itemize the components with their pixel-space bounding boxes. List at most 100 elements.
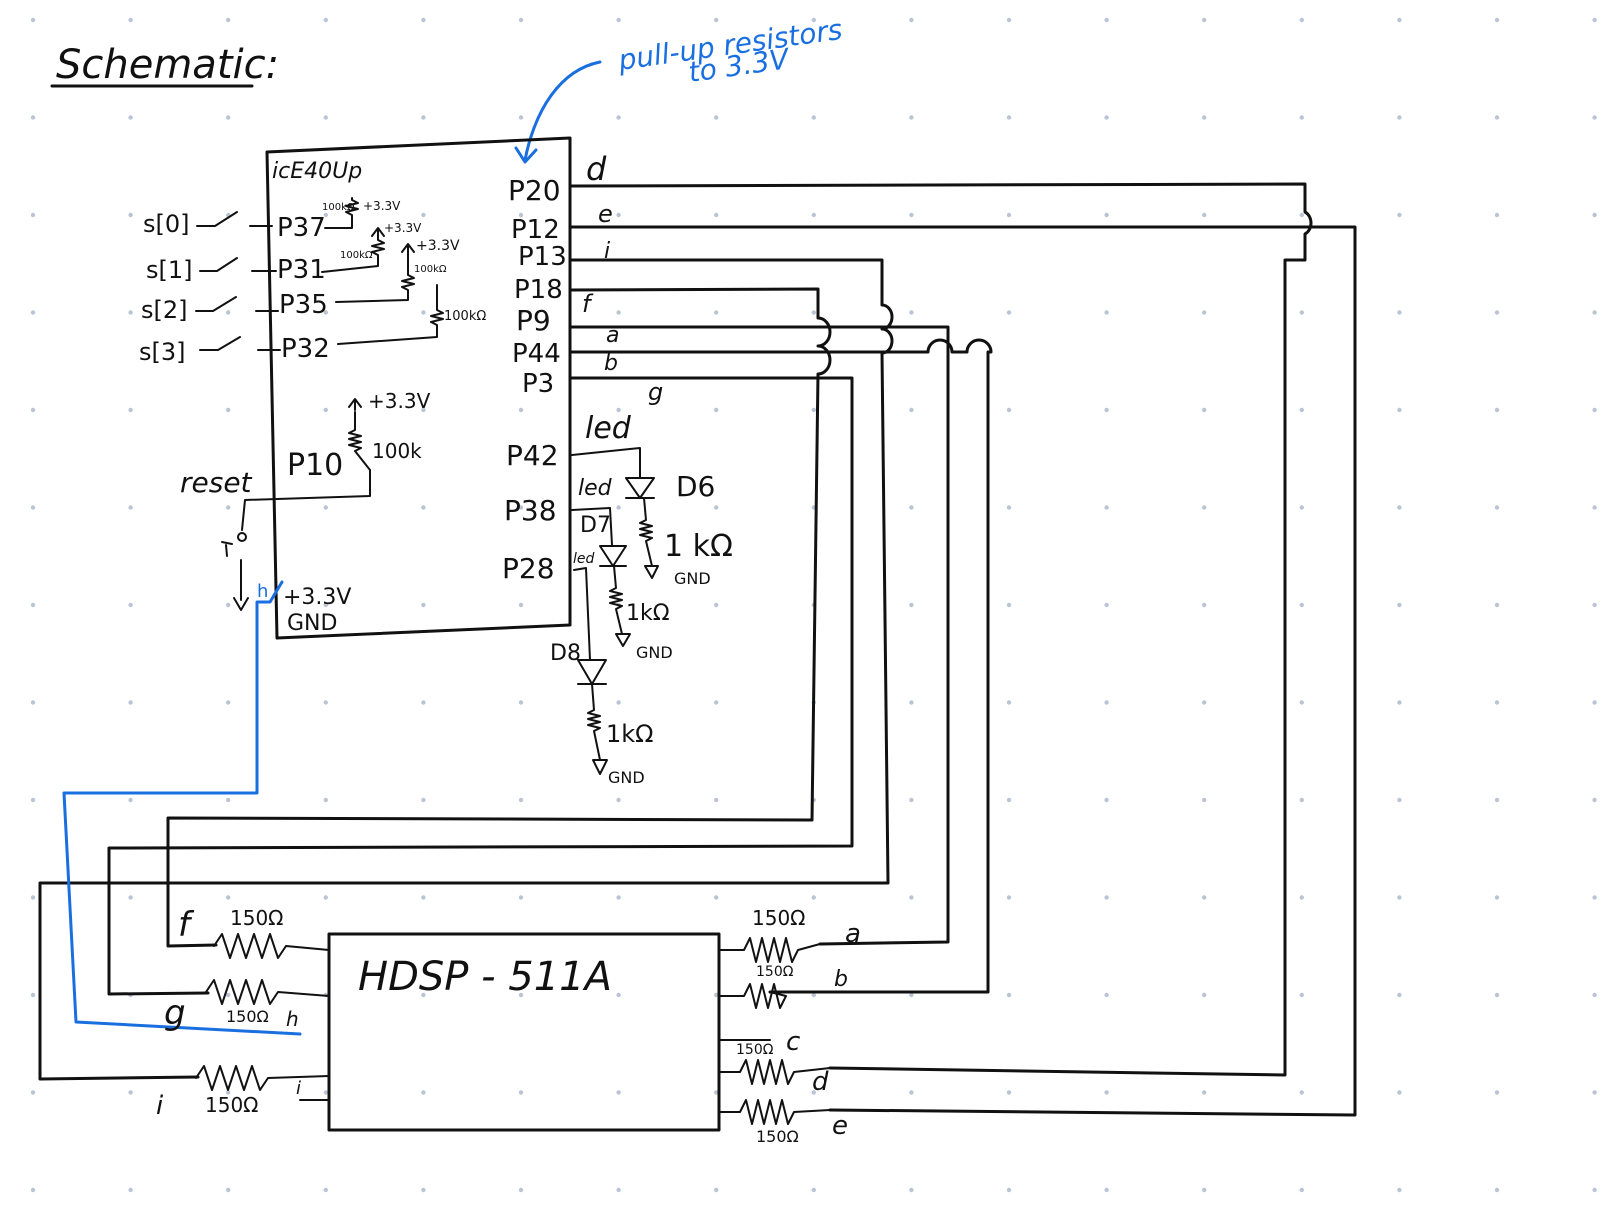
grid-dot (421, 1187, 426, 1193)
grid-dot (226, 505, 231, 510)
grid-dot (811, 407, 816, 413)
grid-dot (421, 17, 426, 23)
grid-dot (226, 992, 231, 998)
grid-dot (811, 1187, 816, 1193)
grid-dot (323, 700, 328, 705)
display-r-b: 150Ω (756, 964, 794, 980)
grid-dot (909, 115, 914, 120)
grid-dot (323, 407, 328, 413)
grid-dot (1006, 700, 1012, 705)
grid-dot (1397, 797, 1402, 803)
grid-dot (909, 992, 914, 998)
display-right-resistors (718, 937, 831, 1125)
grid-dot (1494, 505, 1500, 510)
grid-dot (811, 992, 816, 998)
grid-dot (909, 212, 914, 218)
grid-dot (1494, 1090, 1500, 1095)
grid-dot (1299, 1187, 1305, 1193)
grid-dot (714, 212, 719, 218)
switch-label-0: s[0] (143, 210, 190, 238)
grid-dot (1006, 505, 1012, 510)
grid-dot (226, 1090, 231, 1095)
grid-dot (226, 17, 231, 23)
grid-dot (518, 1187, 524, 1193)
grid-dot (30, 505, 36, 510)
grid-dot (421, 1090, 426, 1095)
grid-dot (518, 212, 524, 218)
grid-dot (811, 17, 816, 23)
grid-dot (30, 895, 36, 900)
grid-dot (518, 992, 524, 998)
display-left-resistors (195, 933, 330, 1101)
grid-dot (1299, 1090, 1305, 1095)
grid-dot (909, 895, 914, 900)
grid-dot (1397, 992, 1402, 998)
grid-dot (1494, 407, 1500, 413)
display-net-d: d (812, 1067, 829, 1097)
pin-p32: P32 (281, 334, 330, 364)
grid-dot (30, 992, 36, 998)
grid-dot (323, 895, 328, 900)
grid-dot (1592, 17, 1597, 23)
grid-dot (909, 1090, 914, 1095)
pin-p9: P9 (516, 304, 551, 337)
grid-dot (323, 602, 328, 608)
annotation-arrow (523, 60, 602, 162)
grid-dot (1006, 212, 1012, 218)
grid-dot (421, 602, 426, 608)
grid-dot (226, 700, 231, 705)
display-r-c: 150Ω (736, 1042, 774, 1058)
pullup-r-3: 100kΩ (444, 309, 486, 324)
grid-dot (714, 992, 719, 998)
led-circuits (571, 447, 659, 775)
pin-p10: P10 (287, 448, 343, 483)
grid-dot (226, 407, 231, 413)
grid-dot (811, 895, 816, 900)
grid-dot (714, 17, 719, 23)
grid-dot (1592, 1090, 1597, 1095)
pin-p37: P37 (277, 213, 326, 243)
resistor-d6: 1 kΩ (664, 529, 733, 564)
grid-dot (226, 797, 231, 803)
grid-dot (616, 310, 621, 315)
grid-dot (714, 310, 719, 315)
grid-dot (1006, 1090, 1012, 1095)
grid-dot (128, 700, 133, 705)
grid-dot (909, 602, 914, 608)
diode-d8: D8 (550, 641, 581, 666)
grid-dot (1299, 310, 1305, 315)
h-wire (62, 580, 302, 1036)
blue-net-label: h (257, 581, 268, 602)
grid-dot (1299, 115, 1305, 120)
display-r-e: 150Ω (756, 1127, 799, 1146)
grid-dot (518, 310, 524, 315)
grid-dot (616, 407, 621, 413)
grid-dot (1202, 505, 1207, 510)
led-label-d6: led (578, 476, 613, 501)
display-r-f: 150Ω (230, 906, 283, 930)
pin-p18: P18 (514, 275, 563, 305)
grid-dot (1006, 895, 1012, 900)
grid-dot (1104, 212, 1109, 218)
grid-dot (1299, 505, 1305, 510)
grid-dot (1494, 115, 1500, 120)
grid-dot (1299, 992, 1305, 998)
grid-dot (1397, 17, 1402, 23)
pin-p3: P3 (522, 369, 554, 399)
grid-dot (714, 700, 719, 705)
grid-dot (1104, 700, 1109, 705)
switches (195, 211, 281, 351)
grid-dot (421, 797, 426, 803)
grid-dot (1006, 17, 1012, 23)
grid-dot (1104, 895, 1109, 900)
grid-dot (1104, 115, 1109, 120)
segment-wires (38, 182, 1357, 1117)
pin-3v3: +3.3V (283, 585, 351, 610)
grid-dot (1006, 797, 1012, 803)
annotation-arrowhead (514, 146, 538, 164)
grid-dot (1592, 700, 1597, 705)
grid-dot (1202, 992, 1207, 998)
grid-dot (30, 212, 36, 218)
pin-p12: P12 (511, 215, 560, 245)
display-block (327, 932, 721, 1132)
